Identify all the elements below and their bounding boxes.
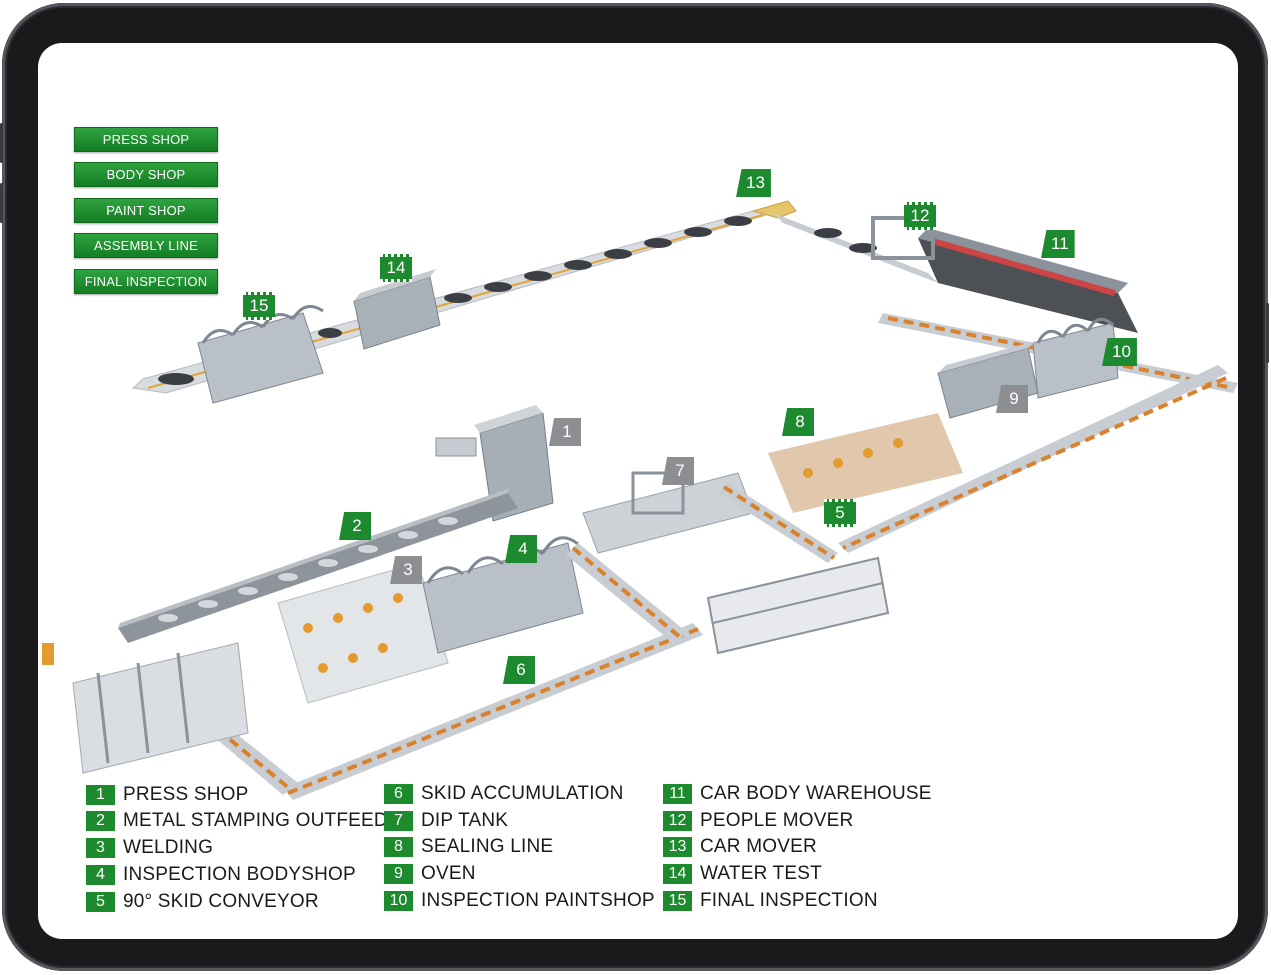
legend-item: 6 SKID ACCUMULATION: [384, 783, 624, 805]
power-button: [1266, 303, 1269, 363]
legend-item: 5 90° SKID CONVEYOR: [86, 891, 319, 913]
legend-number: 15: [663, 891, 692, 911]
legend-label: INSPECTION BODYSHOP: [123, 864, 356, 885]
station-marker-10[interactable]: 10: [1102, 338, 1137, 366]
legend-number: 5: [86, 892, 115, 912]
station-marker-2[interactable]: 2: [339, 512, 371, 540]
final-inspection-tunnel: [197, 305, 324, 404]
legend-number: 10: [384, 891, 413, 911]
legend-label: 90° SKID CONVEYOR: [123, 891, 319, 912]
station-marker-9[interactable]: 9: [996, 385, 1028, 413]
car-body-warehouse: [918, 228, 1138, 333]
legend-number: 1: [86, 785, 115, 805]
press-line-left: [42, 642, 249, 774]
legend-item: 10 INSPECTION PAINTSHOP: [384, 890, 655, 912]
legend-number: 9: [384, 864, 413, 884]
legend-item: 12 PEOPLE MOVER: [663, 810, 853, 832]
station-marker-1[interactable]: 1: [549, 418, 581, 446]
legend-number: 8: [384, 837, 413, 857]
legend-label: OVEN: [421, 863, 476, 884]
legend-item: 9 OVEN: [384, 863, 476, 885]
legend-label: PEOPLE MOVER: [700, 810, 854, 831]
legend-item: 4 INSPECTION BODYSHOP: [86, 864, 356, 886]
legend-item: 2 METAL STAMPING OUTFEED: [86, 810, 388, 832]
legend-item: 11 CAR BODY WAREHOUSE: [663, 783, 932, 805]
station-marker-5[interactable]: 5: [824, 499, 856, 527]
legend-label: WELDING: [123, 837, 214, 858]
legend-label: SKID ACCUMULATION: [421, 783, 624, 804]
legend-number: 6: [384, 784, 413, 804]
station-marker-8[interactable]: 8: [782, 408, 814, 436]
legend-item: 13 CAR MOVER: [663, 836, 817, 858]
volume-button: [0, 123, 3, 163]
legend-number: 14: [663, 864, 692, 884]
legend-item: 8 SEALING LINE: [384, 836, 553, 858]
legend-label: WATER TEST: [700, 863, 822, 884]
legend-label: PRESS SHOP: [123, 784, 249, 805]
station-marker-11[interactable]: 11: [1041, 230, 1075, 258]
menu-button-paint-shop[interactable]: PAINT SHOP: [74, 198, 218, 223]
skid-accumulation-conveyor: [188, 483, 838, 800]
station-marker-12[interactable]: 12: [904, 202, 936, 230]
legend-item: 14 WATER TEST: [663, 863, 822, 885]
menu-button-assembly-line[interactable]: ASSEMBLY LINE: [74, 233, 218, 258]
station-marker-7[interactable]: 7: [662, 457, 694, 485]
tablet-frame: PRESS SHOP BODY SHOP PAINT SHOP ASSEMBLY…: [0, 3, 1269, 971]
menu-button-final-inspection[interactable]: FINAL INSPECTION: [74, 269, 218, 294]
legend-label: CAR MOVER: [700, 836, 817, 857]
station-marker-15[interactable]: 15: [243, 292, 275, 320]
station-marker-13[interactable]: 13: [736, 169, 771, 197]
factory-layout-illustration: [42, 200, 1238, 800]
water-test-booth: [353, 269, 441, 350]
legend-number: 11: [663, 784, 692, 804]
storage-rack: [706, 556, 890, 655]
legend-number: 3: [86, 838, 115, 858]
legend-label: FINAL INSPECTION: [700, 890, 878, 911]
legend-item: 1 PRESS SHOP: [86, 784, 249, 806]
legend-item: 7 DIP TANK: [384, 810, 508, 832]
legend-label: CAR BODY WAREHOUSE: [700, 783, 932, 804]
volume-button: [0, 183, 3, 223]
legend-label: DIP TANK: [421, 810, 509, 831]
menu-button-body-shop[interactable]: BODY SHOP: [74, 162, 218, 187]
station-marker-14[interactable]: 14: [380, 254, 412, 282]
legend-item: 15 FINAL INSPECTION: [663, 890, 878, 912]
station-marker-6[interactable]: 6: [503, 656, 535, 684]
legend-number: 7: [384, 811, 413, 831]
sealing-line: [768, 413, 963, 513]
legend-number: 13: [663, 837, 692, 857]
menu-button-press-shop[interactable]: PRESS SHOP: [74, 127, 218, 152]
legend-number: 2: [86, 811, 115, 831]
vehicles-top-line: [158, 216, 877, 385]
legend-number: 4: [86, 865, 115, 885]
legend-label: SEALING LINE: [421, 836, 554, 857]
legend-number: 12: [663, 811, 692, 831]
stamping-outfeed-conveyor: [118, 488, 518, 643]
legend-label: METAL STAMPING OUTFEED: [123, 810, 388, 831]
screen: PRESS SHOP BODY SHOP PAINT SHOP ASSEMBLY…: [38, 43, 1238, 939]
station-marker-3[interactable]: 3: [390, 556, 422, 584]
station-marker-4[interactable]: 4: [505, 535, 537, 563]
legend-item: 3 WELDING: [86, 837, 213, 859]
oven: [937, 341, 1039, 419]
legend-label: INSPECTION PAINTSHOP: [421, 890, 655, 911]
